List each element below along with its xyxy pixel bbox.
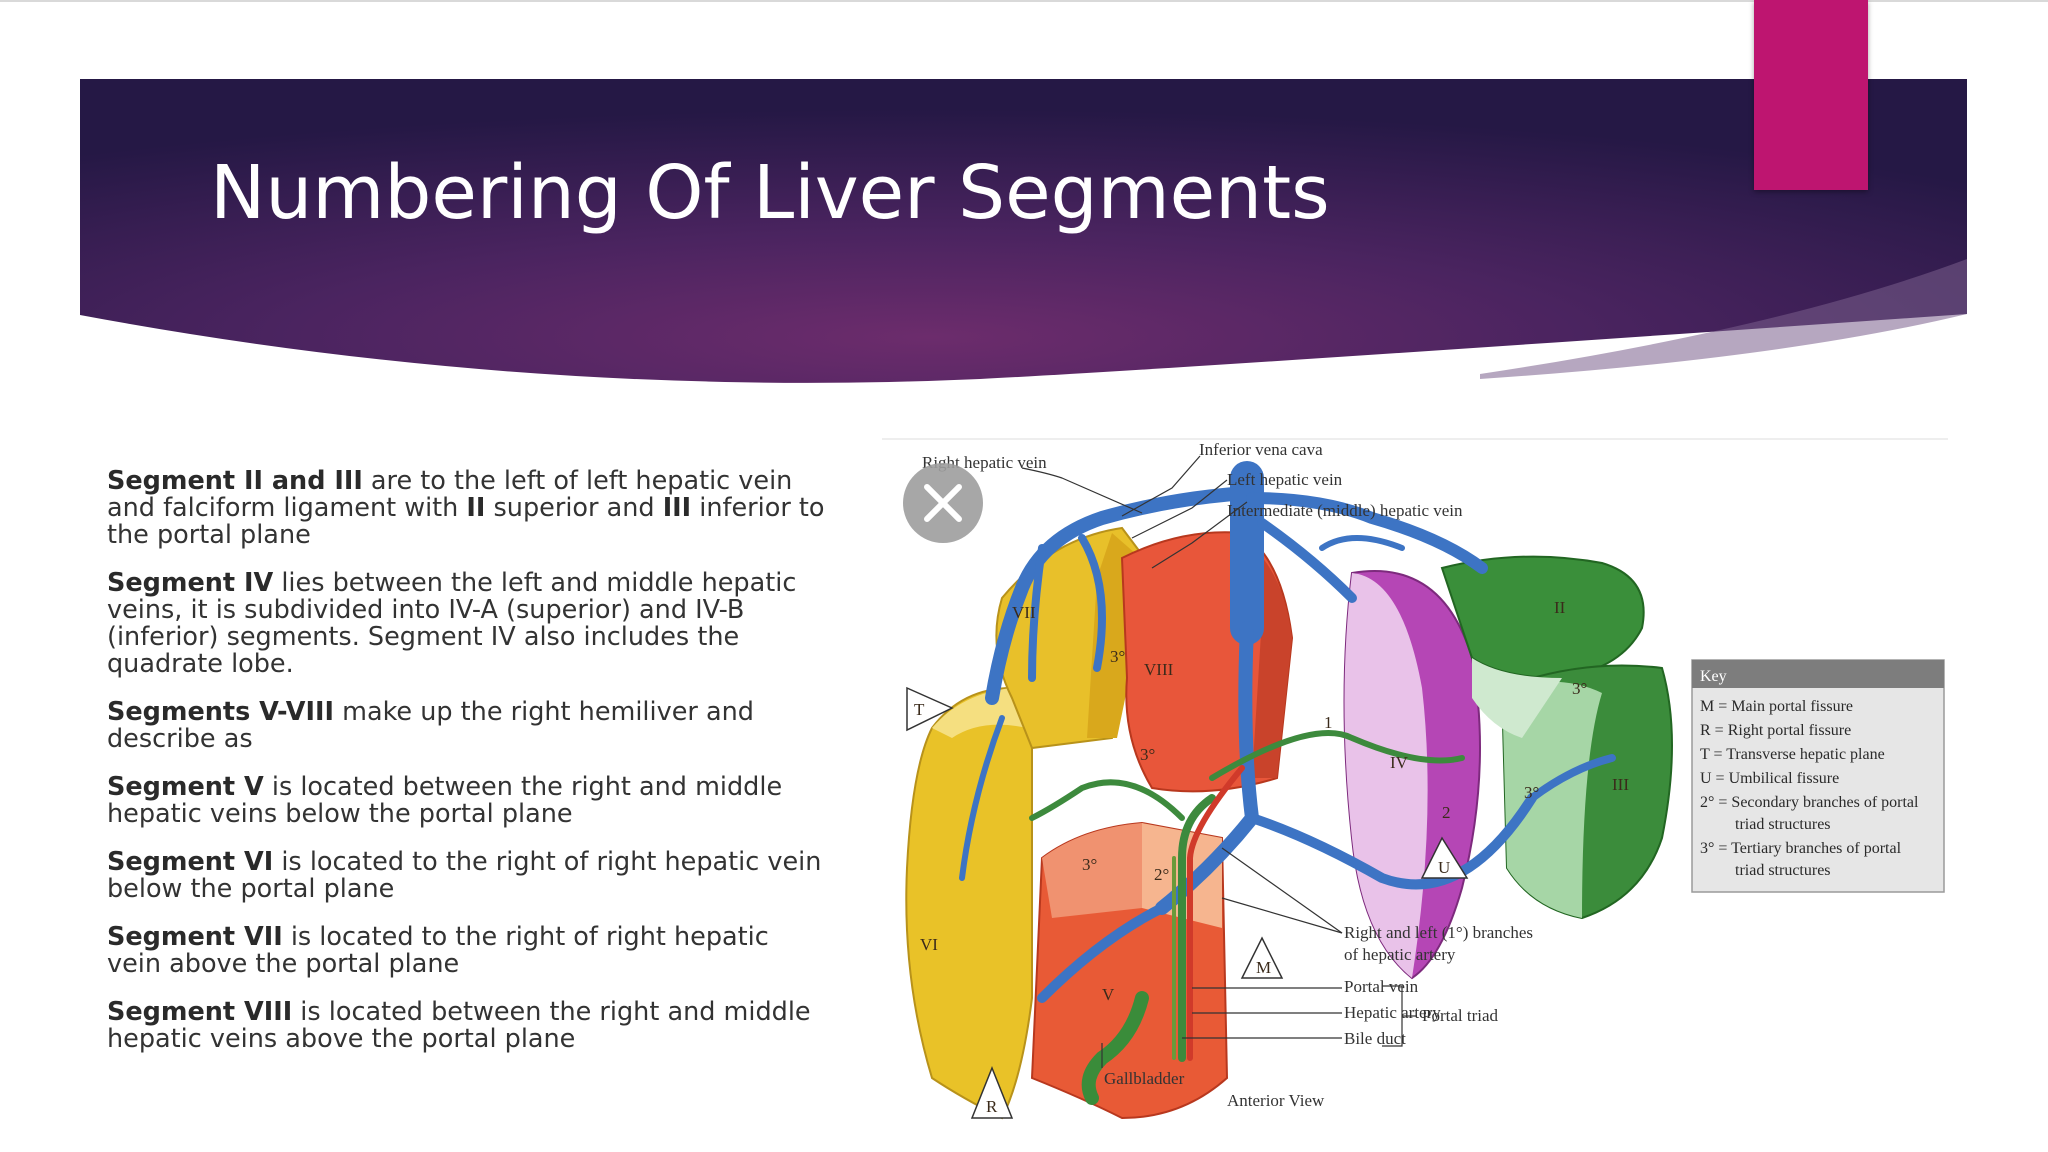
- marker-r: R: [986, 1097, 998, 1116]
- top-border: [0, 0, 2048, 2]
- segment-label-5: V: [1102, 985, 1115, 1004]
- paragraph-segment-5: Segment V is located between the right a…: [107, 774, 827, 828]
- label-portal-triad: Portal triad: [1422, 1006, 1499, 1025]
- marker-1: 1: [1324, 713, 1333, 732]
- marker-2-left: 2: [1442, 803, 1451, 822]
- label-inferior-vena-cava: Inferior vena cava: [1199, 440, 1323, 459]
- key-title: Key: [1700, 668, 1727, 685]
- bold-term: Segment VII: [107, 922, 283, 952]
- label-branches-line2: of hepatic artery: [1344, 945, 1456, 964]
- bold-term: Segment VI: [107, 847, 274, 877]
- bold-term: Segment II and III: [107, 466, 363, 496]
- bold-term: II: [466, 493, 486, 523]
- paragraph-segment-7: Segment VII is located to the right of r…: [107, 924, 827, 978]
- marker-3-left-upper: 3°: [1572, 679, 1587, 698]
- key-item: 2° = Secondary branches of portal: [1700, 794, 1919, 811]
- paragraph-text: is located to the right of right hepatic…: [107, 922, 769, 979]
- marker-3-lower: 3°: [1082, 855, 1097, 874]
- bold-term: Segment V: [107, 772, 264, 802]
- segment-2-shape: [1440, 555, 1645, 680]
- title-banner: [80, 79, 1967, 383]
- paragraph-text: is located between the right and middle …: [107, 997, 811, 1054]
- segment-6-shape: [905, 686, 1033, 1120]
- paragraph-text: superior and: [485, 493, 663, 523]
- segment-descriptions: Segment II and III are to the left of le…: [107, 468, 827, 1074]
- paragraph-segment-6: Segment VI is located to the right of ri…: [107, 849, 827, 903]
- close-icon: [924, 484, 962, 522]
- paragraph-text: make up the right hemiliver and describe…: [107, 697, 754, 754]
- bold-term: III: [662, 493, 692, 523]
- portal-triad-vessels: [1029, 730, 1465, 1105]
- plane-markers: [906, 686, 1469, 1119]
- paragraph-segment-8: Segment VIII is located between the righ…: [107, 999, 827, 1053]
- close-button[interactable]: [903, 463, 983, 543]
- label-left-hepatic-vein: Left hepatic vein: [1227, 470, 1343, 489]
- segment-label-3: III: [1612, 775, 1629, 794]
- key-item: 3° = Tertiary branches of portal: [1700, 840, 1902, 857]
- label-gallbladder: Gallbladder: [1104, 1069, 1185, 1088]
- marker-3-upper: 3°: [1110, 647, 1125, 666]
- paragraph-segment-2-3: Segment II and III are to the left of le…: [107, 468, 827, 549]
- paragraph-text: are to the left of left hepatic vein and…: [107, 466, 793, 523]
- marker-u: U: [1438, 858, 1450, 877]
- key-item: R = Right portal fissure: [1700, 722, 1851, 739]
- label-intermediate-hepatic-vein: Intermediate (middle) hepatic vein: [1227, 501, 1463, 520]
- segment-label-4: IV: [1390, 753, 1409, 772]
- leader-lines: [1021, 455, 1417, 1068]
- segment-label-2: II: [1554, 598, 1566, 617]
- bold-term: Segment IV: [107, 568, 274, 598]
- paragraph-segments-5-8: Segments V-VIII make up the right hemili…: [107, 699, 827, 753]
- paragraph-text: is located to the right of right hepatic…: [107, 847, 822, 904]
- paragraph-text: lies between the left and middle hepatic…: [107, 568, 797, 679]
- key-box: Key M = Main portal fissure R = Right po…: [1691, 659, 1945, 893]
- paragraph-text: is located between the right and middle …: [107, 772, 783, 829]
- segment-label-7: VII: [1012, 603, 1036, 622]
- hepatic-veins: [959, 461, 1616, 1003]
- bold-term: Segment VIII: [107, 997, 293, 1027]
- segment-label-6: VI: [920, 935, 938, 954]
- key-item: U = Umbilical fissure: [1700, 770, 1839, 787]
- key-item: triad structures: [1735, 862, 1831, 879]
- page-title: Numbering Of Liver Segments: [210, 150, 1330, 236]
- key-item: T = Transverse hepatic plane: [1700, 746, 1885, 763]
- label-bile-duct: Bile duct: [1344, 1029, 1406, 1048]
- segment-label-8: VIII: [1144, 660, 1174, 679]
- accent-bar: [1754, 0, 1868, 190]
- label-branches-line1: Right and left (1°) branches: [1344, 923, 1533, 942]
- paragraph-segment-4: Segment IV lies between the left and mid…: [107, 570, 827, 678]
- marker-3-mid: 3°: [1140, 745, 1155, 764]
- marker-m: M: [1256, 958, 1271, 977]
- paragraph-text: inferior to the portal plane: [107, 493, 825, 550]
- label-portal-vein: Portal vein: [1344, 977, 1419, 996]
- marker-3-left-lower: 3°: [1524, 783, 1539, 802]
- marker-2-right: 2°: [1154, 865, 1169, 884]
- liver-segments-diagram: T R U M VII VIII IV II III V VI 3° 3° 3°…: [882, 438, 1948, 1130]
- label-hepatic-artery: Hepatic artery: [1344, 1003, 1441, 1022]
- key-item: M = Main portal fissure: [1700, 698, 1853, 715]
- marker-t: T: [914, 700, 925, 719]
- key-item: triad structures: [1735, 816, 1831, 833]
- bold-term: Segments V-VIII: [107, 697, 334, 727]
- label-anterior-view: Anterior View: [1227, 1091, 1325, 1110]
